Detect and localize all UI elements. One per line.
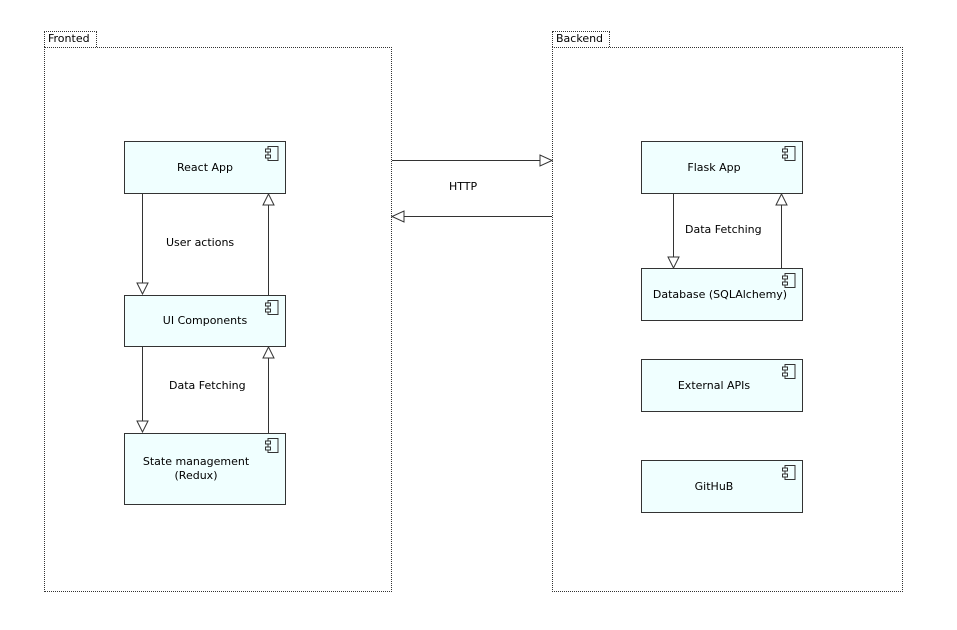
db-to-flask-arrowhead (775, 192, 788, 206)
user-actions-label: User actions (166, 236, 235, 249)
ui-to-state-arrowhead (136, 420, 149, 434)
react-app-component: React App (124, 141, 286, 194)
component-icon (782, 146, 796, 161)
database-label: Database (SQLAlchemy) (652, 287, 788, 301)
backend-data-fetching-label: Data Fetching (685, 223, 762, 236)
state-management-label: State management (Redux) (142, 455, 250, 482)
backend-package-tab: Backend (552, 31, 610, 47)
frontend-package (44, 47, 392, 592)
http-label: HTTP (449, 180, 478, 193)
backend-package (552, 47, 903, 592)
ui-to-react-arrowhead (262, 192, 275, 206)
http-response-arrowhead (390, 210, 405, 223)
react-to-ui-arrowhead (136, 282, 149, 296)
state-management-component: State management (Redux) (124, 433, 286, 505)
component-icon (265, 300, 279, 315)
component-icon (782, 364, 796, 379)
external-apis-label: External APIs (677, 378, 751, 392)
component-icon (782, 273, 796, 288)
state-to-ui-arrowhead (262, 345, 275, 359)
flask-app-component: Flask App (641, 141, 803, 194)
component-icon (782, 465, 796, 480)
backend-package-label: Backend (556, 32, 604, 45)
component-icon (265, 438, 279, 453)
http-request-arrowhead (539, 154, 554, 167)
frontend-data-fetching-label: Data Fetching (169, 379, 246, 392)
github-component: GitHuB (641, 460, 803, 513)
react-app-label: React App (176, 160, 233, 174)
ui-components-label: UI Components (162, 314, 248, 327)
database-component: Database (SQLAlchemy) (641, 268, 803, 321)
frontend-package-tab: Fronted (44, 31, 97, 47)
flask-to-db-arrowhead (667, 256, 680, 270)
component-icon (265, 146, 279, 161)
flask-app-label: Flask App (687, 160, 741, 174)
github-label: GitHuB (694, 479, 734, 493)
frontend-package-label: Fronted (48, 32, 90, 45)
ui-components-component: UI Components (124, 295, 286, 347)
external-apis-component: External APIs (641, 359, 803, 412)
